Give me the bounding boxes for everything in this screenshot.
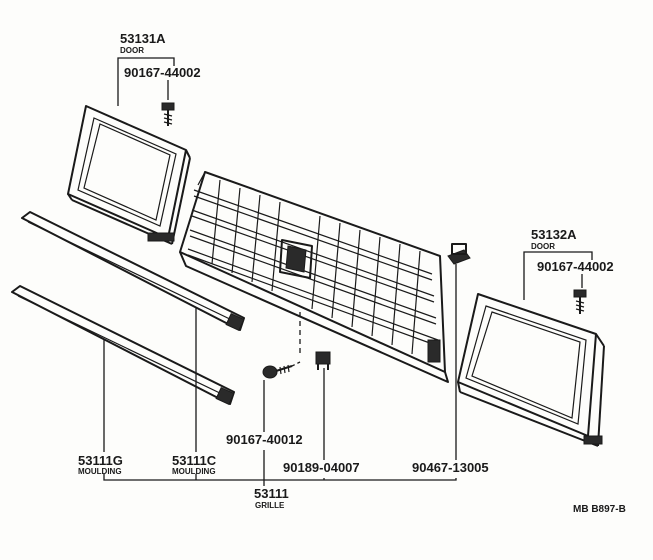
right-clip-drawing bbox=[447, 243, 471, 265]
center-screw-drawing bbox=[262, 361, 301, 379]
diagram-code: MB B897-B bbox=[573, 504, 626, 515]
label-screw-center-number: 90167-40012 bbox=[226, 432, 303, 447]
label-door-right-name: DOOR bbox=[531, 242, 555, 251]
left-door-drawing bbox=[67, 105, 191, 245]
grille-drawing bbox=[179, 171, 449, 383]
label-clip-center-number: 90189-04007 bbox=[283, 460, 360, 475]
label-clip-right-number: 90467-13005 bbox=[412, 460, 489, 475]
label-door-left-name: DOOR bbox=[120, 46, 144, 55]
left-screw-drawing bbox=[161, 102, 175, 126]
label-moulding-g-number: 53111G bbox=[78, 453, 123, 468]
center-clip-drawing bbox=[315, 351, 331, 370]
label-grille-name: GRILLE bbox=[255, 501, 285, 510]
label-door-left-number: 53131A bbox=[120, 31, 166, 46]
upper-moulding-drawing bbox=[21, 211, 245, 332]
label-grille-number: 53111 bbox=[254, 486, 289, 501]
leader-lines bbox=[103, 57, 593, 486]
right-screw-drawing bbox=[573, 289, 587, 314]
lower-moulding-drawing bbox=[11, 285, 235, 406]
label-moulding-c-number: 53111C bbox=[172, 453, 217, 468]
label-screw-right-number: 90167-44002 bbox=[537, 259, 614, 274]
label-moulding-c-name: MOULDING bbox=[172, 467, 216, 476]
label-door-right-number: 53132A bbox=[531, 227, 577, 242]
right-door-drawing bbox=[457, 293, 605, 447]
label-moulding-g-name: MOULDING bbox=[78, 467, 122, 476]
label-screw-left-number: 90167-44002 bbox=[124, 65, 201, 80]
